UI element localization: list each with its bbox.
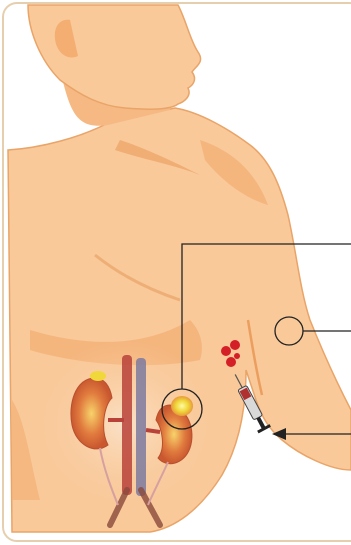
blood-drop bbox=[226, 357, 236, 367]
aorta bbox=[122, 355, 132, 495]
blood-drop bbox=[221, 346, 231, 356]
blood-drop bbox=[234, 353, 240, 359]
vena-cava bbox=[136, 358, 146, 496]
adrenal-gland-right bbox=[90, 371, 106, 381]
adrenal-gland-left bbox=[171, 396, 193, 416]
blood-drop bbox=[230, 340, 240, 350]
